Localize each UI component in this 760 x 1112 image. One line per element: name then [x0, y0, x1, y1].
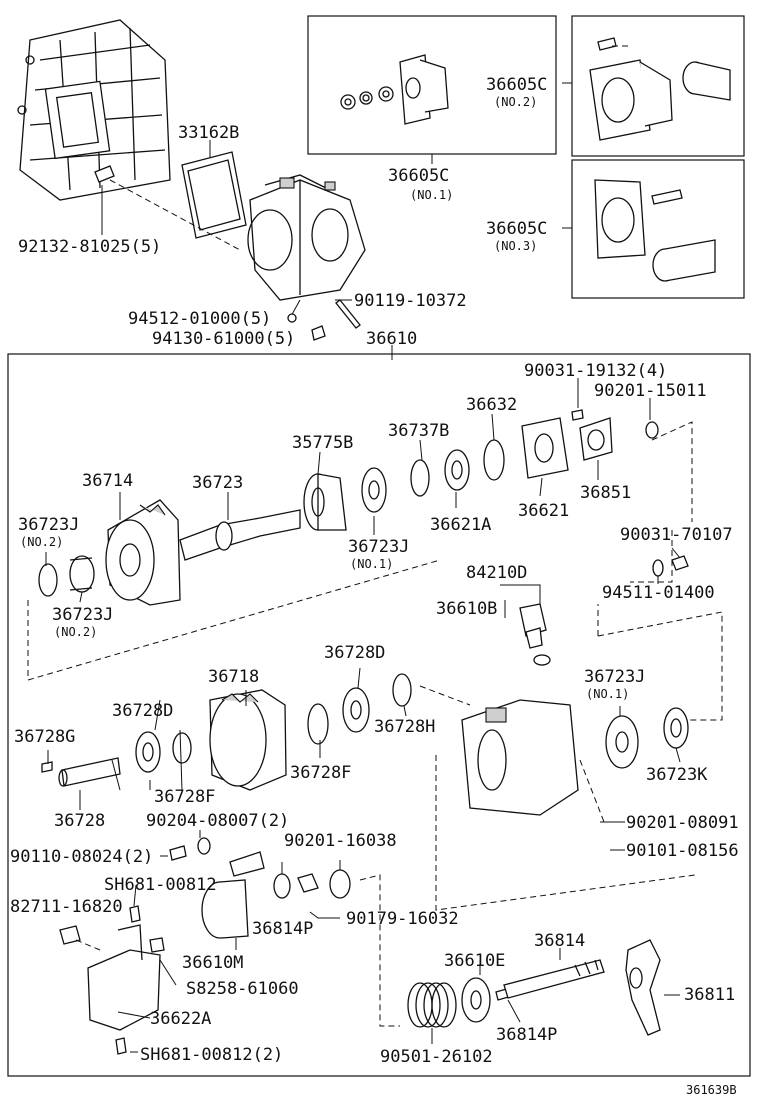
lower-right-parts — [407, 939, 661, 1036]
label-36737B: 36737B — [388, 421, 449, 441]
gasket-33162B — [181, 151, 247, 239]
inset-no3-parts — [594, 179, 716, 282]
part-labels: 33162B 92132-81025(5) 90119-10372 94512-… — [10, 75, 739, 1097]
label-90101: 90101-08156 — [626, 841, 739, 861]
switch-84210D — [519, 603, 551, 666]
transfer-assembly-36610 — [247, 174, 366, 301]
label-82711: 82711-16820 — [10, 897, 123, 917]
label-90119: 90119-10372 — [354, 291, 467, 311]
label-90031-19132: 90031-19132(4) — [524, 361, 667, 381]
leader-lines — [45, 378, 681, 1053]
label-90201-15011: 90201-15011 — [594, 381, 707, 401]
label-36605C-no2-note: (NO.2) — [494, 95, 537, 109]
label-36723K: 36723K — [646, 765, 708, 785]
label-36610: 36610 — [366, 329, 417, 349]
inset-no1-parts — [340, 54, 449, 125]
label-36610B: 36610B — [436, 599, 497, 619]
label-36811: 36811 — [684, 985, 735, 1005]
label-36728F-right: 36728F — [290, 763, 351, 783]
label-36610E: 36610E — [444, 951, 505, 971]
label-94130: 94130-61000(5) — [152, 329, 295, 349]
label-90179: 90179-16032 — [346, 909, 459, 929]
label-36814P-upper: 36814P — [252, 919, 313, 939]
label-90201-16038: 90201-16038 — [284, 831, 397, 851]
lower-left-parts — [59, 837, 351, 1055]
label-90201-08091: 90201-08091 — [626, 813, 739, 833]
label-36605C-no1-note: (NO.1) — [410, 188, 453, 202]
transmission-case-drawing — [17, 19, 171, 201]
label-36723J-no2-lower-note: (NO.2) — [54, 625, 97, 639]
label-84210D: 84210D — [466, 563, 527, 583]
label-33162B: 33162B — [178, 123, 239, 143]
label-36814P-lower: 36814P — [496, 1025, 557, 1045]
label-36728: 36728 — [54, 811, 105, 831]
upper-shaft-parts — [38, 409, 659, 606]
label-36605C-no3-note: (NO.3) — [494, 239, 537, 253]
label-36851: 36851 — [580, 483, 631, 503]
label-36723J-no1-upper: 36723J — [348, 537, 409, 557]
label-36621: 36621 — [518, 501, 569, 521]
label-SH681-top: SH681-00812 — [104, 875, 217, 895]
diagram-code: 361639B — [686, 1083, 737, 1097]
label-36728G: 36728G — [14, 727, 75, 747]
nut-and-washer — [652, 555, 689, 577]
label-92132: 92132-81025(5) — [18, 237, 161, 257]
label-94512: 94512-01000(5) — [128, 309, 271, 329]
label-36728D-top: 36728D — [324, 643, 385, 663]
label-36723J-no2-lower: 36723J — [52, 605, 113, 625]
label-36723J-no2-left-note: (NO.2) — [20, 535, 63, 549]
inset-box-no3 — [571, 159, 745, 299]
inset-no2-parts — [589, 37, 731, 141]
label-90110: 90110-08024(2) — [10, 847, 153, 867]
label-36610M: 36610M — [182, 953, 243, 973]
label-S8258: S8258-61060 — [186, 979, 299, 999]
label-36723: 36723 — [192, 473, 243, 493]
middle-row-parts — [41, 673, 689, 816]
label-90031-70107: 90031-70107 — [620, 525, 733, 545]
label-94511: 94511-01400 — [602, 583, 715, 603]
label-90204: 90204-08007(2) — [146, 811, 289, 831]
label-36605C-no2: 36605C — [486, 75, 547, 95]
label-36728F-left: 36728F — [154, 787, 215, 807]
label-36621A: 36621A — [430, 515, 491, 535]
label-36605C-no1: 36605C — [388, 166, 449, 186]
label-36728H: 36728H — [374, 717, 435, 737]
label-36723J-no2-left: 36723J — [18, 515, 79, 535]
bolt-92132 — [94, 165, 115, 183]
label-36605C-no3: 36605C — [486, 219, 547, 239]
label-36723J-right: 36723J — [584, 667, 645, 687]
label-SH681-bottom: SH681-00812(2) — [140, 1045, 283, 1065]
label-36723J-right-note: (NO.1) — [586, 687, 629, 701]
label-36718: 36718 — [208, 667, 259, 687]
label-36814: 36814 — [534, 931, 585, 951]
label-36632: 36632 — [466, 395, 517, 415]
label-36714: 36714 — [82, 471, 133, 491]
inset-box-no2 — [571, 15, 745, 157]
label-35775B: 35775B — [292, 433, 353, 453]
label-90501: 90501-26102 — [380, 1047, 493, 1067]
label-36728D-left: 36728D — [112, 701, 173, 721]
label-36622A: 36622A — [150, 1009, 211, 1029]
label-36723J-no1-upper-note: (NO.1) — [350, 557, 393, 571]
assembly-36610-frame — [7, 353, 751, 1077]
